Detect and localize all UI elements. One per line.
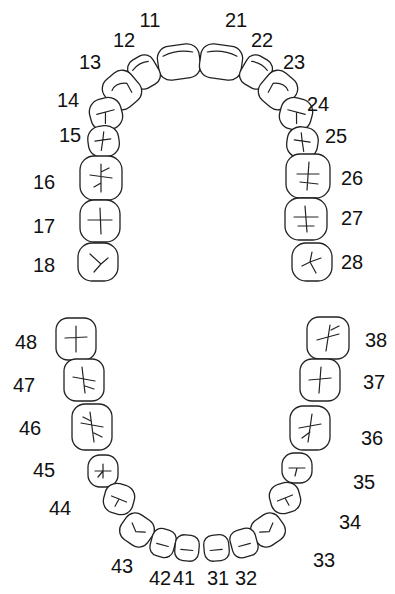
- tooth-number: 34: [339, 512, 361, 532]
- tooth-number: 11: [140, 10, 161, 30]
- tooth-outline: [290, 406, 330, 450]
- tooth-number: 41: [173, 568, 195, 588]
- tooth-number: 17: [33, 216, 55, 236]
- tooth-outline: [156, 42, 202, 82]
- tooth-outline: [80, 200, 120, 242]
- tooth-number: 35: [353, 472, 375, 492]
- tooth-number: 21: [225, 10, 247, 30]
- tooth-number: 37: [363, 372, 385, 392]
- tooth-outline: [80, 156, 122, 200]
- tooth-number: 32: [235, 568, 257, 588]
- tooth-number: 38: [365, 330, 387, 350]
- tooth-outline: [203, 534, 230, 562]
- tooth-number: 22: [251, 30, 273, 50]
- tooth-number: 33: [313, 550, 335, 570]
- tooth-number: 44: [49, 498, 71, 518]
- tooth-outline: [300, 359, 340, 401]
- tooth-number: 25: [325, 126, 347, 146]
- tooth-outline: [64, 359, 104, 401]
- tooth-number: 48: [15, 332, 37, 352]
- tooth-outline: [286, 154, 330, 198]
- tooth-outline: [78, 243, 118, 281]
- tooth-number: 26: [341, 168, 363, 188]
- tooth-number: 23: [283, 52, 305, 72]
- tooth-outline: [282, 453, 312, 483]
- tooth-number: 42: [149, 568, 171, 588]
- tooth-outline: [88, 455, 118, 487]
- tooth-number: 24: [307, 94, 329, 114]
- tooth-number: 18: [33, 255, 55, 275]
- tooth-outline: [307, 317, 349, 359]
- tooth-outline: [86, 124, 121, 159]
- tooth-outline: [101, 481, 138, 518]
- tooth-outline: [56, 318, 96, 360]
- tooth-number: 14: [57, 90, 79, 110]
- tooth-outline: [285, 198, 327, 240]
- tooth-outline: [228, 526, 260, 560]
- tooth-number: 28: [341, 252, 363, 272]
- tooth-number: 46: [19, 418, 41, 438]
- tooth-outline: [72, 404, 112, 450]
- tooth-number: 36: [361, 428, 383, 448]
- tooth-number: 13: [79, 52, 101, 72]
- tooth-outline: [174, 534, 200, 562]
- tooth-number: 31: [207, 568, 229, 588]
- tooth-number: 45: [33, 460, 55, 480]
- tooth-number: 47: [13, 375, 35, 395]
- tooth-number: 16: [33, 172, 55, 192]
- tooth-number: 43: [111, 556, 133, 576]
- tooth-outline: [267, 480, 304, 517]
- tooth-outline: [148, 526, 178, 559]
- tooth-number: 12: [113, 30, 135, 50]
- tooth-outline: [292, 243, 332, 281]
- tooth-number: 27: [341, 208, 363, 228]
- tooth-number: 15: [59, 125, 81, 145]
- tooth-outline: [198, 42, 244, 82]
